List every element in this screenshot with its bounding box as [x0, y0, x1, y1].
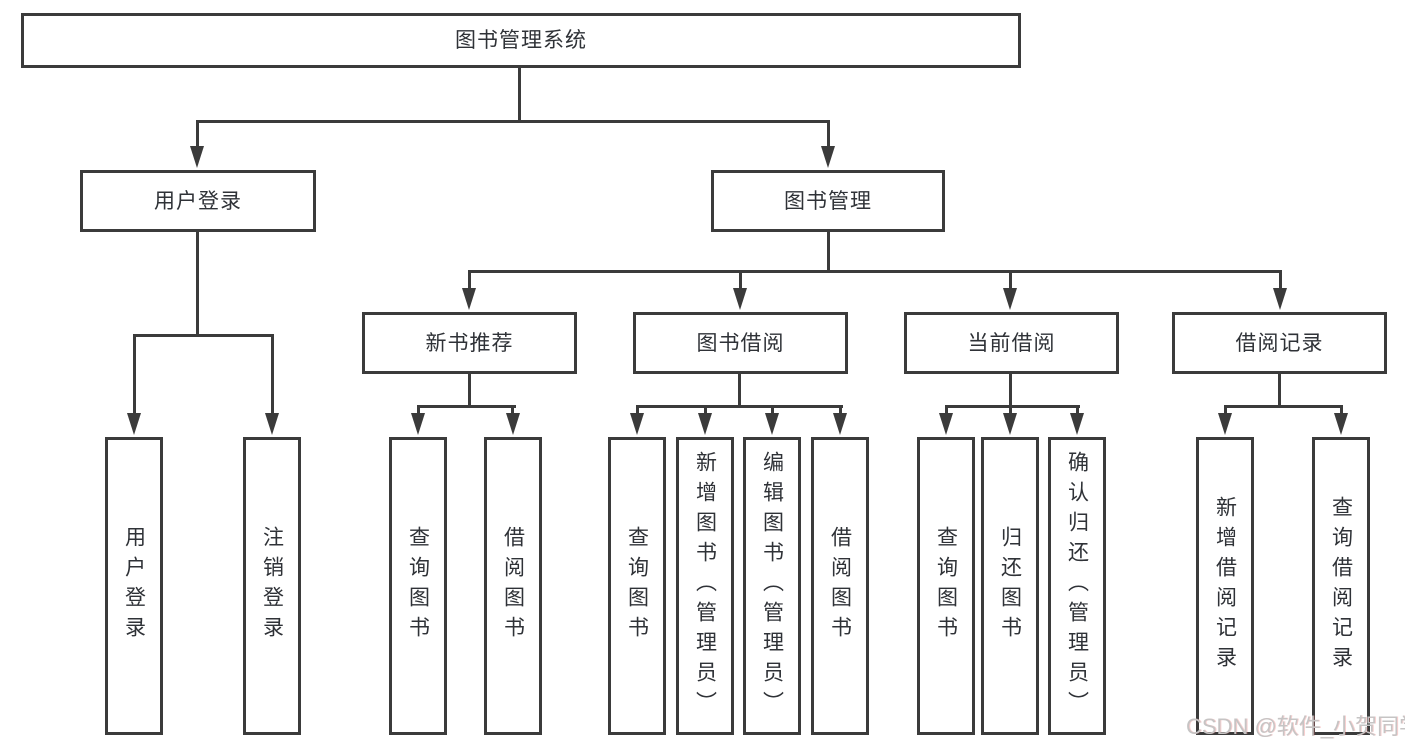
- arrow-down-icon: [462, 288, 476, 310]
- arrow-down-icon: [190, 146, 204, 168]
- connector-line: [636, 405, 639, 415]
- connector-line: [468, 374, 471, 407]
- arrow-down-icon: [411, 413, 425, 435]
- connector-line: [271, 334, 274, 415]
- arrow-down-icon: [1334, 413, 1348, 435]
- connector-line: [133, 334, 274, 337]
- node-book-management: 图书管理: [711, 170, 945, 232]
- connector-line: [704, 405, 707, 415]
- node-new-book-recommendation: 新书推荐: [362, 312, 577, 374]
- connector-line: [636, 405, 843, 408]
- arrow-down-icon: [733, 288, 747, 310]
- connector-line: [417, 405, 420, 415]
- connector-line: [196, 120, 830, 123]
- arrow-down-icon: [1003, 413, 1017, 435]
- connector-line: [511, 405, 514, 415]
- connector-line: [738, 374, 741, 407]
- node-borrowing-records: 借阅记录: [1172, 312, 1387, 374]
- leaf-borrow-books: 借阅图书: [811, 437, 869, 735]
- connector-line: [1224, 405, 1343, 408]
- connector-line: [945, 405, 948, 415]
- arrow-down-icon: [939, 413, 953, 435]
- arrow-down-icon: [1003, 288, 1017, 310]
- connector-line: [417, 405, 516, 408]
- leaf-query-books-borrowing: 查询图书: [608, 437, 666, 735]
- leaf-add-borrow-record: 新增借阅记录: [1196, 437, 1254, 735]
- connector-line: [771, 405, 774, 415]
- connector-line: [1009, 405, 1012, 415]
- connector-line: [1340, 405, 1343, 415]
- node-current-borrowing: 当前借阅: [904, 312, 1119, 374]
- connector-line: [839, 405, 842, 415]
- node-book-borrowing: 图书借阅: [633, 312, 848, 374]
- connector-line: [1076, 405, 1079, 415]
- connector-line: [1279, 270, 1282, 290]
- arrow-down-icon: [833, 413, 847, 435]
- connector-line: [1009, 270, 1012, 290]
- leaf-return-book: 归还图书: [981, 437, 1039, 735]
- connector-line: [468, 270, 1282, 273]
- arrow-down-icon: [630, 413, 644, 435]
- arrow-down-icon: [506, 413, 520, 435]
- watermark: CSDN @软件_小贺同学: [1186, 714, 1405, 739]
- connector-line: [196, 120, 199, 148]
- leaf-query-books-current: 查询图书: [917, 437, 975, 735]
- connector-line: [739, 270, 742, 290]
- connector-line: [1224, 405, 1227, 415]
- arrow-down-icon: [1273, 288, 1287, 310]
- leaf-user-login: 用户登录: [105, 437, 163, 735]
- connector-line: [196, 232, 199, 336]
- leaf-edit-book-admin: 编辑图书（管理员）: [743, 437, 801, 735]
- connector-line: [827, 232, 830, 270]
- arrow-down-icon: [265, 413, 279, 435]
- connector-line: [133, 334, 136, 415]
- leaf-logout: 注销登录: [243, 437, 301, 735]
- arrow-down-icon: [1070, 413, 1084, 435]
- leaf-query-books-recommend: 查询图书: [389, 437, 447, 735]
- connector-line: [518, 68, 521, 120]
- node-library-management-system: 图书管理系统: [21, 13, 1021, 68]
- leaf-add-book-admin: 新增图书（管理员）: [676, 437, 734, 735]
- connector-line: [827, 120, 830, 148]
- arrow-down-icon: [1218, 413, 1232, 435]
- connector-line: [468, 270, 471, 290]
- arrow-down-icon: [821, 146, 835, 168]
- arrow-down-icon: [127, 413, 141, 435]
- arrow-down-icon: [698, 413, 712, 435]
- connector-line: [945, 405, 1080, 408]
- connector-line: [1278, 374, 1281, 407]
- arrow-down-icon: [765, 413, 779, 435]
- node-user-login: 用户登录: [80, 170, 316, 232]
- leaf-confirm-return-admin: 确认归还（管理员）: [1048, 437, 1106, 735]
- leaf-query-borrow-record: 查询借阅记录: [1312, 437, 1370, 735]
- connector-line: [1009, 374, 1012, 407]
- leaf-borrow-books-recommend: 借阅图书: [484, 437, 542, 735]
